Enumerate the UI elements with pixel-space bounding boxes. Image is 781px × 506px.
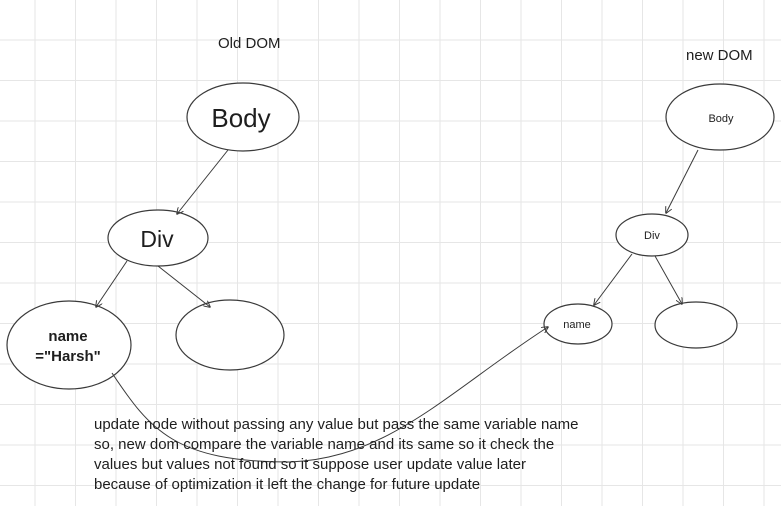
note-line: because of optimization it left the chan… — [94, 476, 481, 493]
old-dom-title: Old DOM — [218, 35, 281, 52]
new-arrow-body-to-div — [666, 149, 699, 213]
old-name-node — [6, 300, 132, 390]
new-empty-node — [654, 301, 738, 349]
old-body-node — [186, 82, 300, 152]
old-name-label-line1: name — [48, 328, 87, 345]
new-body-node — [665, 83, 775, 151]
old-div-label: Div — [140, 226, 174, 252]
new-div-node — [615, 213, 689, 257]
explanation-note: update node without passing any value bu… — [94, 415, 654, 495]
new-body-label: Body — [708, 113, 734, 125]
new-div-label: Div — [644, 230, 660, 242]
note-line: values but values not found so it suppos… — [94, 456, 526, 473]
new-name-node — [543, 303, 613, 345]
compare-connector-arrow — [111, 327, 548, 463]
new-arrow-div-to-name — [594, 253, 633, 305]
note-line: so, new dom compare the variable name an… — [94, 436, 555, 453]
old-arrow-div-to-name — [96, 260, 128, 307]
old-arrow-div-to-empty — [157, 265, 210, 307]
new-dom-title: new DOM — [686, 47, 753, 64]
old-empty-node — [175, 299, 285, 371]
new-arrow-div-to-empty — [654, 255, 682, 304]
old-body-label: Body — [211, 103, 270, 133]
old-arrow-body-to-div — [177, 149, 229, 214]
old-name-label-line2: ="Harsh" — [35, 348, 101, 365]
note-line: update node without passing any value bu… — [94, 416, 579, 433]
new-name-label: name — [563, 319, 591, 331]
